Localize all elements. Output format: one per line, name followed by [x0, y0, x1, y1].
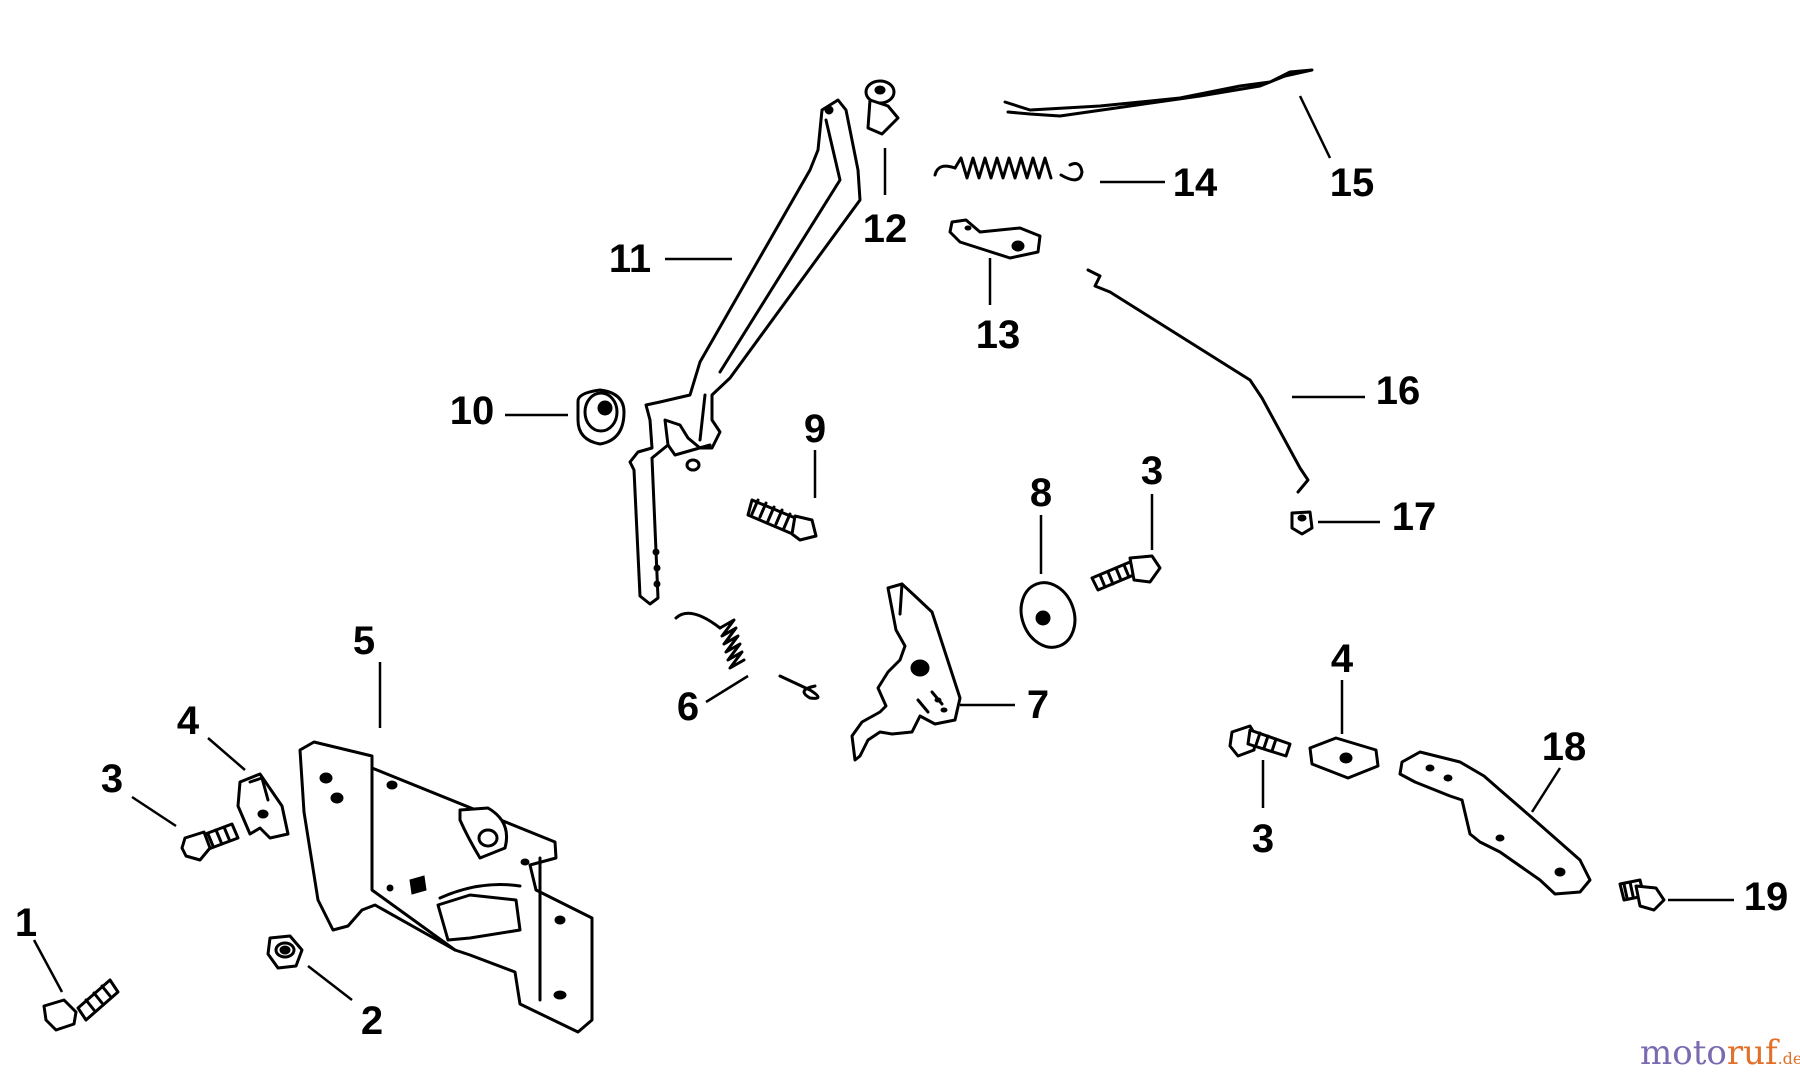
- part-5-plate: [298, 740, 594, 1034]
- part-14-spring: [933, 156, 1084, 182]
- part-18-arm: [1398, 750, 1592, 896]
- callout-15: 15: [1330, 161, 1375, 205]
- part-6-spring: [674, 611, 820, 700]
- part-10-bushing: [576, 388, 626, 446]
- part-11-lever: [628, 98, 862, 606]
- part-2-nut: [266, 934, 304, 970]
- callout-7: 7: [1027, 683, 1049, 727]
- callout-14: 14: [1173, 161, 1218, 205]
- callout-1: 1: [15, 901, 37, 945]
- leader-2: [307, 965, 353, 1001]
- callout-8: 8: [1030, 471, 1052, 515]
- callout-17: 17: [1392, 495, 1437, 539]
- part-13-bracket: [948, 218, 1042, 260]
- callout-4-right: 4: [1331, 637, 1354, 681]
- part-17-nut: [1290, 510, 1314, 536]
- part-4-clipnut-left: [236, 772, 290, 840]
- part-3-bolt-upper: [1090, 554, 1162, 592]
- callout-6: 6: [677, 685, 699, 729]
- part-15-rod: [1003, 68, 1314, 118]
- leader-18: [1530, 767, 1562, 813]
- part-1-bolt: [42, 978, 120, 1032]
- leader-1: [32, 939, 64, 993]
- callout-16: 16: [1376, 369, 1421, 413]
- callout-11: 11: [609, 237, 651, 281]
- callout-13: 13: [976, 313, 1021, 357]
- callout-9: 9: [804, 407, 826, 451]
- callout-5: 5: [353, 619, 375, 663]
- leader-6: [705, 674, 749, 704]
- part-3-bolt-lower: [1228, 724, 1292, 758]
- leader-3-left: [131, 795, 177, 828]
- callout-19: 19: [1744, 875, 1789, 919]
- leader-4-left: [207, 737, 246, 771]
- leader-15: [1298, 95, 1332, 159]
- part-19-screw: [1618, 878, 1666, 912]
- part-8-washer: [1019, 581, 1077, 649]
- callout-10: 10: [450, 389, 495, 433]
- callout-12: 12: [863, 207, 908, 251]
- callout-2: 2: [361, 999, 383, 1043]
- callout-3-upper: 3: [1141, 449, 1163, 493]
- callout-4-left: 4: [177, 699, 200, 743]
- callout-3-left: 3: [101, 757, 123, 801]
- part-4-clipnut-right: [1308, 736, 1380, 780]
- part-7-bracket: [850, 582, 962, 762]
- watermark-logo: motoruf.de: [1640, 1033, 1800, 1073]
- callout-18: 18: [1542, 725, 1587, 769]
- part-12-clip: [864, 79, 900, 136]
- callout-3-lower: 3: [1252, 817, 1274, 861]
- part-9-screw: [746, 498, 818, 542]
- part-3-bolt-left: [180, 822, 240, 862]
- part-16-rod: [1086, 268, 1310, 494]
